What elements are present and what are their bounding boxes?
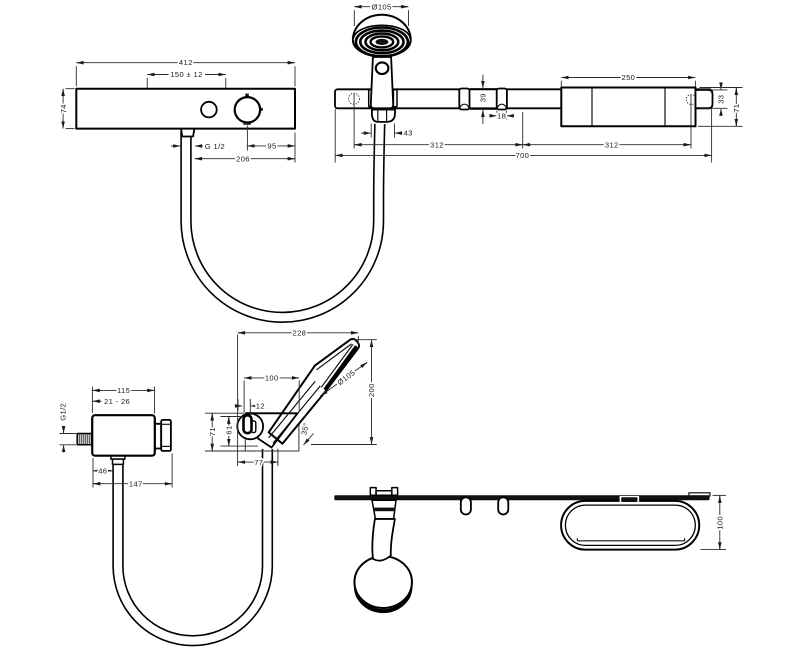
svg-text:228: 228 [293, 329, 307, 338]
svg-text:77: 77 [254, 458, 263, 467]
svg-text:150 ± 12: 150 ± 12 [170, 70, 202, 79]
svg-text:61: 61 [225, 425, 234, 434]
svg-text:12: 12 [256, 402, 265, 411]
svg-text:312: 312 [605, 140, 619, 149]
svg-text:206: 206 [236, 154, 250, 163]
svg-text:46: 46 [98, 467, 107, 476]
svg-text:71: 71 [208, 427, 217, 436]
svg-text:250: 250 [622, 73, 636, 82]
svg-text:115: 115 [117, 386, 130, 395]
svg-text:35°: 35° [299, 422, 310, 436]
svg-text:100: 100 [716, 516, 725, 530]
svg-text:100: 100 [265, 374, 279, 383]
svg-text:21 - 26: 21 - 26 [104, 397, 130, 406]
svg-text:G1/2: G1/2 [59, 403, 68, 421]
svg-text:71: 71 [732, 104, 741, 113]
svg-text:412: 412 [179, 58, 193, 67]
svg-text:95: 95 [267, 142, 276, 151]
svg-text:147: 147 [129, 479, 143, 488]
svg-text:312: 312 [430, 140, 444, 149]
svg-text:200: 200 [367, 383, 376, 397]
svg-text:Ø105: Ø105 [372, 2, 392, 11]
svg-text:74: 74 [59, 104, 68, 113]
svg-text:33: 33 [717, 95, 726, 104]
svg-text:43: 43 [404, 129, 413, 138]
svg-text:G 1/2: G 1/2 [205, 142, 225, 151]
svg-text:39: 39 [479, 93, 488, 102]
svg-text:18: 18 [497, 111, 506, 120]
svg-text:700: 700 [516, 151, 530, 160]
